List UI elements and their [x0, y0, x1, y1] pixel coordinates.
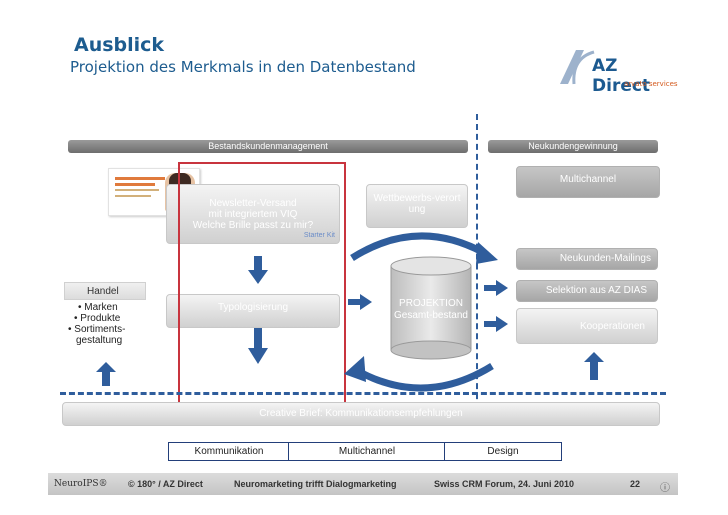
- section-bestandskunden-header: Bestandskundenmanagement: [68, 140, 468, 153]
- highlight-frame: [178, 162, 346, 406]
- tab-design[interactable]: Design: [444, 442, 562, 461]
- selektion-box: Selektion aus AZ DIAS: [516, 280, 658, 302]
- divider-horizontal: [60, 392, 666, 395]
- newsletter-line3: Welche Brille passt zu mir?: [192, 220, 314, 231]
- section-divider-vertical: [476, 114, 478, 419]
- arrow-right-icon: [484, 316, 508, 332]
- creative-brief-bar: Creative Brief: Kommunikationsempfehlung…: [62, 402, 660, 426]
- section-right-label: Neukundengewinnung: [528, 141, 618, 151]
- neukunden-mailings-box: Neukunden-Mailings: [516, 248, 658, 270]
- handel-item: • Marken: [78, 302, 118, 313]
- kooperationen-label: Kooperationen: [579, 321, 645, 332]
- multichannel-label: Multichannel: [559, 174, 617, 185]
- az-direct-logo: [560, 50, 595, 85]
- footer-copyright: © 180° / AZ Direct: [128, 479, 203, 489]
- footer-event-title: Neuromarketing trifft Dialogmarketing: [234, 479, 397, 489]
- footer-neurops: NeuroIPS®: [54, 479, 108, 489]
- newsletter-versand-box: Newsletter-Versand mit integriertem VIQ …: [166, 184, 340, 244]
- logo-tagline: arvato services: [624, 80, 678, 88]
- kooperationen-box: Kooperationen: [516, 308, 658, 344]
- handel-item: gestaltung: [76, 335, 123, 346]
- arrow-up-icon: [584, 352, 604, 380]
- handel-item: • Sortiments-: [68, 324, 126, 335]
- starter-kit-label: Starter Kit: [303, 232, 335, 239]
- wettbewerbs-box: Wettbewerbs-verort ung: [366, 184, 468, 228]
- handel-item: • Produkte: [74, 313, 121, 324]
- handel-header: Handel: [64, 282, 146, 300]
- projektion-line1: PROJEKTION: [399, 298, 463, 309]
- footer-forum: Swiss CRM Forum, 24. Juni 2010: [434, 479, 575, 489]
- database-cylinder-icon: [390, 256, 472, 360]
- tab-label: Multichannel: [338, 446, 396, 457]
- arrow-right-icon: [348, 294, 372, 310]
- creative-brief-label: Creative Brief: Kommunikationsempfehlung…: [259, 408, 463, 419]
- wettbewerbs-line1: Wettbewerbs-verort: [373, 193, 461, 204]
- tab-label: Kommunikation: [194, 446, 264, 457]
- logo-brand-text: AZ Direct: [592, 56, 651, 96]
- arrow-down-icon: [248, 328, 268, 364]
- slide-subtitle: Projektion des Merkmals in den Datenbest…: [70, 58, 416, 76]
- typologisierung-box: Typologisierung: [166, 294, 340, 328]
- handel-title: Handel: [87, 286, 119, 297]
- section-neukunden-header: Neukundengewinnung: [488, 140, 658, 153]
- multichannel-box: Multichannel: [516, 166, 660, 198]
- section-left-label: Bestandskundenmanagement: [208, 141, 328, 151]
- selektion-label: Selektion aus AZ DIAS: [545, 285, 647, 296]
- handel-list: • Marken • Produkte • Sortiments- gestal…: [64, 302, 148, 350]
- cycle-arrows-icon: [344, 232, 498, 392]
- newsletter-line2: mit integriertem VIQ: [208, 209, 298, 220]
- slide: Ausblick Projektion des Merkmals in den …: [48, 18, 678, 495]
- wettbewerbs-line2: ung: [408, 204, 426, 215]
- newsletter-line1: Newsletter-Versand: [209, 198, 297, 209]
- footer-bar: NeuroIPS® © 180° / AZ Direct Neuromarket…: [48, 473, 678, 495]
- tab-kommunikation[interactable]: Kommunikation: [168, 442, 290, 461]
- arrow-up-icon: [96, 362, 116, 386]
- footer-page-number: 22: [630, 479, 641, 489]
- tab-multichannel[interactable]: Multichannel: [288, 442, 446, 461]
- slide-title: Ausblick: [74, 34, 165, 56]
- neukunden-mailings-label: Neukunden-Mailings: [559, 253, 651, 264]
- projektion-label: PROJEKTION Gesamt-bestand: [384, 298, 478, 322]
- arrow-down-icon: [248, 256, 268, 284]
- arrow-right-icon: [484, 280, 508, 296]
- projektion-line2: Gesamt-bestand: [394, 310, 468, 321]
- typologisierung-label: Typologisierung: [217, 302, 289, 313]
- info-icon[interactable]: ⓘ: [660, 483, 670, 494]
- tab-label: Design: [487, 446, 519, 457]
